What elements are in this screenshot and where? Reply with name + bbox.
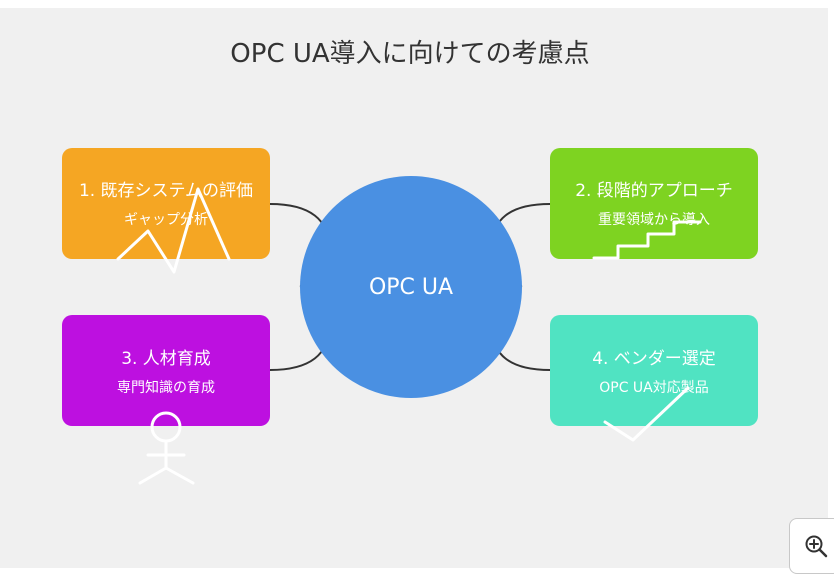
zoom-in-icon: [805, 535, 828, 558]
box-2-subtitle: 重要領域から導入: [598, 211, 710, 228]
box-talent-development: [62, 315, 270, 426]
box-3-title: 3. 人材育成: [121, 349, 211, 369]
box-4-subtitle: OPC UA対応製品: [599, 380, 709, 396]
diagram-title: OPC UA導入に向けての考慮点: [230, 39, 589, 69]
center-label: OPC UA: [369, 275, 453, 300]
box-existing-system-evaluation: [62, 148, 270, 259]
center-circle: [300, 176, 522, 398]
box-phased-approach: [550, 148, 758, 259]
diagram-canvas: OPC UA導入に向けての考慮点 OPC UA 1. 既存システムの評価 ギャッ…: [0, 8, 828, 568]
box-4-title: 4. ベンダー選定: [592, 349, 716, 369]
person-icon: [138, 411, 195, 485]
checkmark-icon: [603, 386, 690, 442]
zoom-in-button[interactable]: [789, 518, 834, 574]
box-1-subtitle: ギャップ分析: [124, 212, 208, 228]
gap-zigzag-icon: [116, 187, 231, 274]
box-vendor-selection: [550, 315, 758, 426]
diagram: OPC UA導入に向けての考慮点 OPC UA 1. 既存システムの評価 ギャッ…: [62, 39, 758, 485]
box-3-subtitle: 専門知識の育成: [117, 379, 215, 396]
stairs-icon: [592, 220, 702, 260]
box-1-title: 1. 既存システムの評価: [79, 181, 253, 201]
box-2-title: 2. 段階的アプローチ: [575, 181, 733, 201]
